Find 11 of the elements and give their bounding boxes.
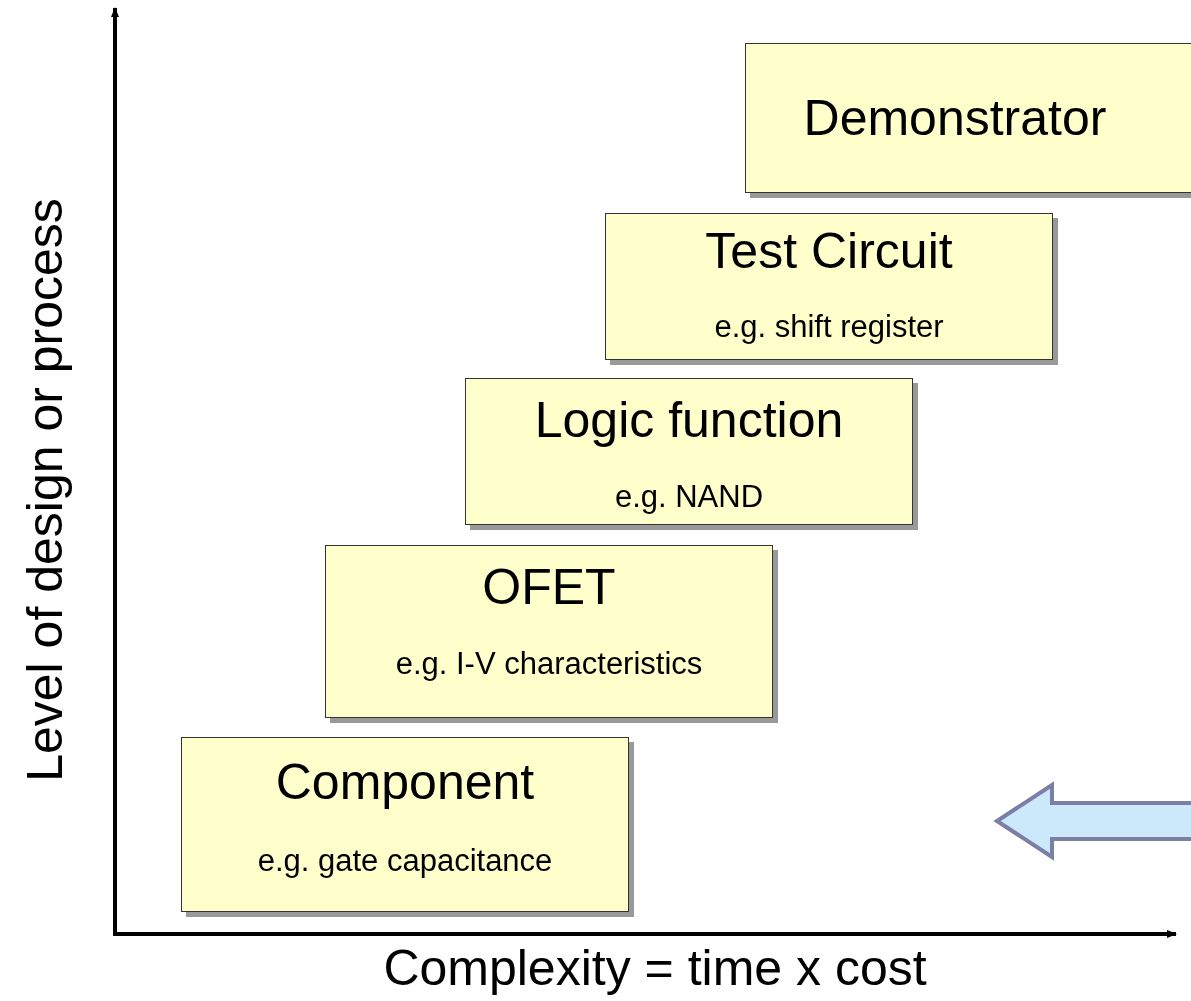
- axis-title: Level of design or process: [16, 198, 74, 782]
- step-example: e.g. gate capacitance: [256, 843, 554, 879]
- step-title: OFET: [481, 558, 617, 616]
- axis-title: Complexity = time x cost: [383, 939, 927, 997]
- step-example: e.g. NAND: [613, 479, 765, 515]
- step-example: e.g. I-V characteristics: [394, 646, 704, 682]
- step-title: Component: [274, 753, 536, 811]
- step-title: Logic function: [533, 391, 845, 449]
- step-title: Test Circuit: [704, 222, 954, 280]
- step-title: Demonstrator: [802, 89, 1108, 147]
- step-example: e.g. shift register: [713, 309, 945, 345]
